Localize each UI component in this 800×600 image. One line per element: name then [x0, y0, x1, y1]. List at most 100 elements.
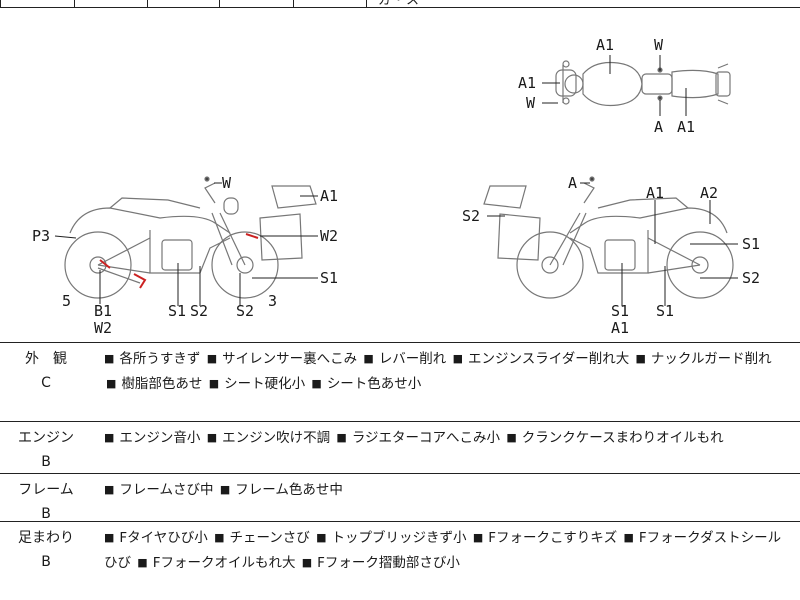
label-a1-left: A1 [320, 187, 338, 205]
label-num3: 3 [268, 292, 277, 310]
label-w2-left: W2 [320, 227, 338, 245]
list-item: ■チェーンさび [214, 530, 310, 546]
header-fragment: ガ・ス [378, 0, 421, 8]
square-bullet-icon: ■ [316, 531, 327, 544]
square-bullet-icon: ■ [206, 352, 218, 365]
section-title: エンジン [18, 430, 74, 446]
list-item: ■ラジエターコアへこみ小 [336, 430, 501, 446]
label-w-left: W [222, 174, 232, 192]
section-title: フレーム [18, 482, 74, 498]
list-item: ■ナックルガード削れ [635, 351, 772, 367]
square-bullet-icon: ■ [623, 531, 634, 544]
label-a1-topleft: A1 [518, 74, 536, 92]
square-bullet-icon: ■ [301, 556, 313, 569]
label-a1-right-bottom: A1 [611, 319, 629, 337]
section-frame: フレーム B ■フレームさび中 ■フレーム色あせ中 [0, 474, 800, 522]
square-bullet-icon: ■ [137, 556, 148, 569]
section-grade: B [41, 506, 51, 522]
list-item: ■Fタイヤひび小 [104, 530, 208, 546]
list-item: ■Fフォーク摺動部さび小 [301, 555, 460, 571]
section-header: 足まわり B [10, 526, 82, 574]
square-bullet-icon: ■ [208, 377, 220, 390]
header-cell [293, 0, 294, 7]
square-bullet-icon: ■ [104, 531, 115, 544]
list-item: ■トップブリッジきず小 [316, 530, 467, 546]
square-bullet-icon: ■ [206, 431, 218, 444]
label-s2-right-side: S2 [742, 269, 760, 287]
table-header-strip: ガ・ス [0, 0, 800, 8]
label-s1-left-right: S1 [320, 269, 338, 287]
section-header: 外 観 C [10, 347, 82, 395]
left-side-motorcycle [64, 176, 317, 299]
section-header: フレーム B [10, 478, 82, 526]
header-cell [0, 0, 1, 7]
section-header: エンジン B [10, 426, 82, 474]
list-item: ■エンジン音小 [104, 430, 201, 446]
section-items: ■各所うすきず ■サイレンサー裏へこみ ■レバー削れ ■エンジンスライダー削れ大… [104, 347, 792, 397]
right-side-motorcycle [483, 176, 734, 299]
leader-lines [54, 55, 738, 306]
label-s1-left: S1 [168, 302, 186, 320]
label-s1-right-side: S1 [742, 235, 760, 253]
label-a1-right: A1 [646, 184, 664, 202]
list-item: ■Fフォークダストシールひび [104, 530, 782, 571]
list-item: ■エンジンスライダー削れ大 [452, 351, 630, 367]
motorcycle-diagram: A1 W A1 W A A1 W A1 W2 P3 S1 5 B1 W2 S1 … [32, 36, 760, 337]
list-item: ■フレームさび中 [104, 482, 214, 498]
square-bullet-icon: ■ [311, 377, 322, 390]
label-s2b-left: S2 [236, 302, 254, 320]
square-bullet-icon: ■ [106, 377, 117, 390]
label-a2-right: A2 [700, 184, 718, 202]
list-item: ■エンジン吹け不調 [206, 430, 331, 446]
label-a1-topbottom: A1 [677, 118, 695, 136]
list-item: ■シート色あせ小 [311, 376, 422, 392]
list-item: ■クランクケースまわりオイルもれ [506, 430, 724, 446]
square-bullet-icon: ■ [104, 352, 115, 365]
list-item: ■シート硬化小 [208, 376, 306, 392]
section-title: 外 観 [25, 351, 67, 367]
section-items: ■Fタイヤひび小 ■チェーンさび ■トップブリッジきず小 ■Fフォークこすりキズ… [104, 526, 792, 576]
list-item: ■樹脂部色あせ [106, 376, 203, 392]
square-bullet-icon: ■ [472, 531, 484, 544]
section-grade: C [41, 375, 51, 391]
header-cell [74, 0, 75, 7]
section-exterior: 外 観 C ■各所うすきず ■サイレンサー裏へこみ ■レバー削れ ■エンジンスラ… [0, 343, 800, 422]
section-title: 足まわり [18, 530, 74, 546]
label-a-topbottom: A [654, 118, 663, 136]
list-item: ■Fフォークこすりキズ [472, 530, 618, 546]
square-bullet-icon: ■ [104, 483, 115, 496]
section-items: ■フレームさび中 ■フレーム色あせ中 [104, 478, 792, 503]
top-view-motorcycle [555, 60, 731, 107]
label-b1: B1 [94, 302, 112, 320]
section-grade: B [41, 554, 51, 570]
label-a1-top: A1 [596, 36, 614, 54]
square-bullet-icon: ■ [506, 431, 517, 444]
square-bullet-icon: ■ [104, 431, 115, 444]
label-w-topleft: W [526, 94, 536, 112]
square-bullet-icon: ■ [635, 352, 646, 365]
header-cell [147, 0, 148, 7]
square-bullet-icon: ■ [214, 531, 225, 544]
label-w-top: W [654, 36, 664, 54]
section-suspension: 足まわり B ■Fタイヤひび小 ■チェーンさび ■トップブリッジきず小 ■Fフォ… [0, 522, 800, 600]
square-bullet-icon: ■ [219, 483, 231, 496]
label-s2-right-left: S2 [462, 207, 480, 225]
header-cell [219, 0, 220, 7]
list-item: ■レバー削れ [363, 351, 447, 367]
list-item: ■各所うすきず [104, 351, 201, 367]
damage-diagram: A1 W A1 W A A1 W A1 W2 P3 S1 5 B1 W2 S1 … [0, 7, 800, 343]
label-s1b-right: S1 [656, 302, 674, 320]
square-bullet-icon: ■ [363, 352, 374, 365]
label-w2-bottom: W2 [94, 319, 112, 337]
section-grade: B [41, 454, 51, 470]
square-bullet-icon: ■ [452, 352, 464, 365]
section-engine: エンジン B ■エンジン音小 ■エンジン吹け不調 ■ラジエターコアへこみ小 ■ク… [0, 422, 800, 474]
header-cell [366, 0, 367, 7]
list-item: ■Fフォークオイルもれ大 [137, 555, 296, 571]
label-num5: 5 [62, 292, 71, 310]
square-bullet-icon: ■ [336, 431, 347, 444]
label-p3: P3 [32, 227, 50, 245]
label-a-right: A [568, 174, 577, 192]
list-item: ■サイレンサー裏へこみ [206, 351, 358, 367]
